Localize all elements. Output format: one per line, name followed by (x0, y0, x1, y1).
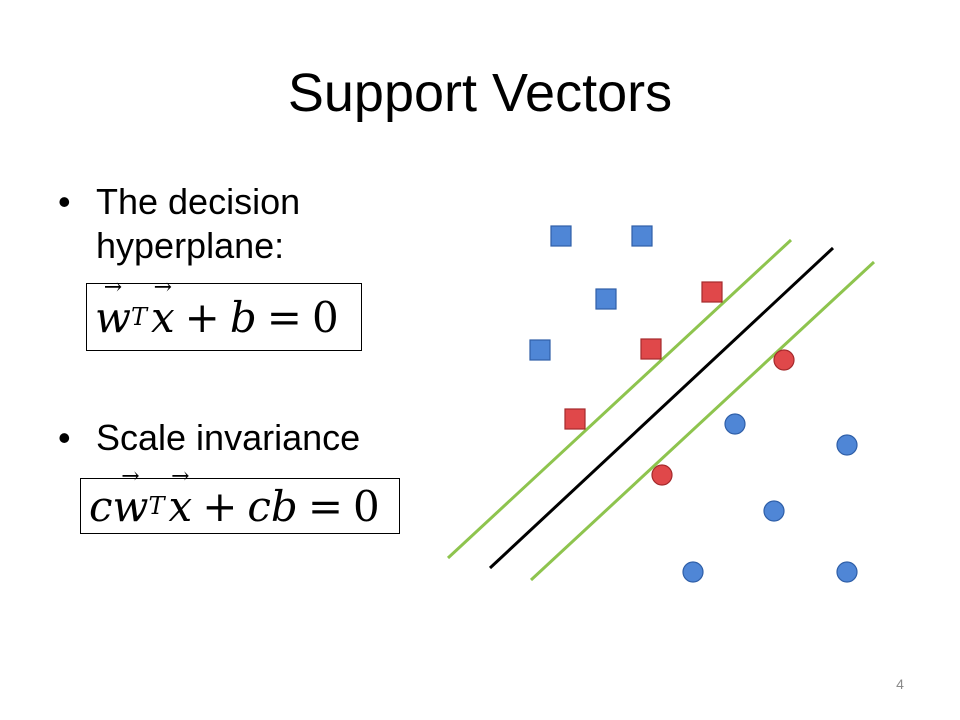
eq-transpose: T (148, 492, 165, 520)
bullet-text: The decision hyperplane: (96, 181, 301, 266)
point-class-a-circle (682, 561, 704, 583)
eq-b: b (270, 481, 298, 531)
equation-hyperplane: w T x + b = 0 (86, 283, 362, 351)
eq-zero: 0 (353, 481, 380, 531)
page-number: 4 (896, 676, 904, 692)
point-class-a-square (595, 288, 617, 310)
point-class-a-square (631, 225, 653, 247)
eq-w-vector: w (95, 293, 131, 342)
point-class-b-circle (651, 464, 673, 486)
point-class-a-circle (836, 434, 858, 456)
point-class-a-circle (724, 413, 746, 435)
point-class-b-square (701, 281, 723, 303)
point-class-b-square (640, 338, 662, 360)
equation-scaled: c w T x + c b = 0 (80, 478, 400, 534)
eq-b: b (229, 292, 257, 342)
eq-c: c (247, 481, 271, 531)
eq-equals: = (307, 481, 344, 531)
hyperplane-line (488, 246, 835, 570)
margin-line-lower (529, 260, 876, 582)
point-class-a-circle (836, 561, 858, 583)
eq-zero: 0 (311, 292, 339, 342)
eq-plus: + (184, 292, 220, 342)
slide-title: Support Vectors (287, 63, 673, 123)
eq-transpose: T (130, 303, 147, 331)
bullet-scale-invariance: • Scale invariance (58, 416, 436, 460)
eq-plus: + (202, 481, 238, 531)
bullet-decision-hyperplane: • The decision hyperplane: (58, 180, 396, 268)
eq-x-vector: x (169, 482, 193, 531)
eq-c: c (89, 481, 113, 531)
bullet-dot: • (58, 181, 71, 222)
point-class-a-circle (763, 500, 785, 522)
point-class-b-square (564, 408, 586, 430)
margin-line-upper (446, 238, 793, 560)
eq-w-vector: w (113, 482, 149, 531)
bullet-text: Scale invariance (96, 417, 361, 458)
point-class-a-square (529, 339, 551, 361)
bullet-dot: • (58, 417, 71, 458)
point-class-b-circle (773, 349, 795, 371)
eq-x-vector: x (151, 293, 175, 342)
point-class-a-square (550, 225, 572, 247)
eq-equals: = (266, 292, 302, 342)
